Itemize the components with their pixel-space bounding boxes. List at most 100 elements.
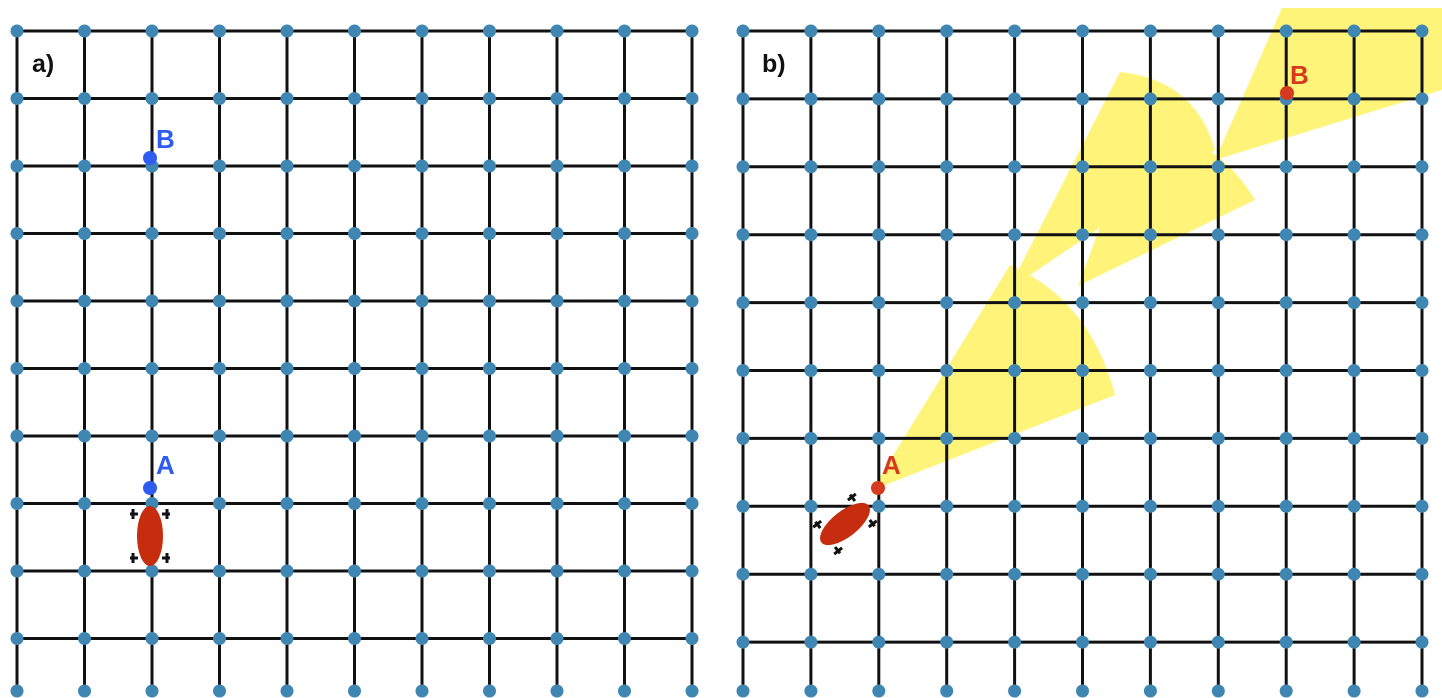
grid-node bbox=[872, 24, 886, 38]
grid-node bbox=[483, 92, 496, 105]
grid-node bbox=[78, 294, 91, 308]
grid-node bbox=[483, 564, 496, 578]
grid-node bbox=[1143, 364, 1157, 377]
grid-node bbox=[1143, 228, 1157, 242]
grid-node bbox=[940, 296, 954, 310]
grid-node bbox=[736, 364, 750, 377]
grid-node bbox=[348, 684, 361, 698]
grid-node bbox=[1008, 228, 1022, 242]
grid-node bbox=[1008, 635, 1022, 649]
grid-node bbox=[213, 227, 226, 240]
grid-node bbox=[280, 92, 294, 105]
point-label-a-start: A bbox=[156, 450, 175, 480]
grid-node bbox=[736, 92, 750, 106]
grid-node bbox=[1347, 228, 1361, 242]
grid-node bbox=[145, 632, 159, 645]
grid-node bbox=[736, 160, 750, 174]
grid-node bbox=[804, 228, 818, 242]
grid-node bbox=[1076, 92, 1089, 106]
grid-node bbox=[1347, 160, 1361, 174]
robot-body bbox=[137, 506, 163, 566]
grid-node bbox=[618, 684, 631, 698]
grid-node bbox=[145, 227, 159, 240]
grid-node bbox=[1415, 499, 1429, 513]
grid-node bbox=[483, 294, 496, 308]
grid-node bbox=[1211, 499, 1225, 513]
grid-node bbox=[1279, 24, 1293, 38]
grid-node bbox=[415, 159, 429, 173]
grid-node bbox=[1347, 24, 1361, 38]
grid-node bbox=[10, 684, 24, 698]
grid-node bbox=[78, 564, 91, 578]
grid-node bbox=[1415, 364, 1429, 377]
grid-node bbox=[804, 431, 818, 445]
grid-node bbox=[78, 24, 91, 38]
grid-node bbox=[10, 24, 24, 38]
grid-node bbox=[1008, 160, 1022, 174]
grid-node bbox=[1211, 160, 1225, 174]
grid-node bbox=[145, 92, 159, 105]
grid-node bbox=[685, 227, 699, 240]
grid-node bbox=[280, 497, 294, 510]
grid-node bbox=[1279, 567, 1293, 581]
grid-node bbox=[10, 227, 24, 240]
field-of-view-b bbox=[872, 8, 1442, 490]
grid-node bbox=[940, 160, 954, 174]
grid-node bbox=[280, 564, 294, 578]
grid-node bbox=[940, 364, 954, 377]
grid-node bbox=[145, 684, 159, 698]
grid-node bbox=[1415, 684, 1429, 698]
grid-node bbox=[736, 228, 750, 242]
grid-node bbox=[1211, 567, 1225, 581]
grid-nodes-b bbox=[736, 24, 1429, 698]
grid-node bbox=[348, 159, 361, 173]
grid-node bbox=[415, 294, 429, 308]
grid-node bbox=[1415, 431, 1429, 445]
grid-node bbox=[1143, 684, 1157, 698]
panel-b: b) A B bbox=[736, 8, 1442, 698]
grid-node bbox=[348, 429, 361, 443]
grid-lines-b bbox=[741, 29, 1424, 696]
grid-node bbox=[872, 684, 886, 698]
grid-node bbox=[618, 159, 631, 173]
grid-node bbox=[1008, 684, 1022, 698]
grid-node bbox=[280, 429, 294, 443]
grid-node bbox=[940, 431, 954, 445]
grid-node bbox=[1143, 499, 1157, 513]
grid-node bbox=[483, 227, 496, 240]
point-b-marker bbox=[143, 151, 157, 165]
grid-node bbox=[685, 564, 699, 578]
grid-node bbox=[483, 497, 496, 510]
grid-node bbox=[1279, 364, 1293, 377]
grid-node bbox=[736, 24, 750, 38]
grid-node bbox=[1347, 364, 1361, 377]
grid-node bbox=[1211, 296, 1225, 310]
grid-node bbox=[213, 24, 226, 38]
grid-node bbox=[1415, 567, 1429, 581]
grid-node bbox=[1279, 499, 1293, 513]
grid-node bbox=[736, 431, 750, 445]
grid-node bbox=[483, 362, 496, 375]
grid-node bbox=[1279, 296, 1293, 310]
grid-node bbox=[78, 92, 91, 105]
grid-node bbox=[348, 92, 361, 105]
grid-node bbox=[550, 294, 564, 308]
grid-node bbox=[1143, 431, 1157, 445]
fov-cone bbox=[1078, 120, 1255, 286]
grid-node bbox=[1211, 228, 1225, 242]
grid-node bbox=[1415, 92, 1429, 106]
grid-node bbox=[1279, 160, 1293, 174]
grid-node bbox=[78, 497, 91, 510]
grid-node bbox=[872, 228, 886, 242]
grid-node bbox=[1211, 635, 1225, 649]
grid-node bbox=[685, 362, 699, 375]
grid-node bbox=[1279, 684, 1293, 698]
grid-node bbox=[940, 635, 954, 649]
grid-node bbox=[685, 632, 699, 645]
panel-a: a) A B bbox=[10, 24, 699, 698]
point-a-marker bbox=[143, 481, 157, 495]
obstacle-line bbox=[490, 165, 556, 548]
grid-node bbox=[1347, 635, 1361, 649]
grid-node bbox=[213, 429, 226, 443]
